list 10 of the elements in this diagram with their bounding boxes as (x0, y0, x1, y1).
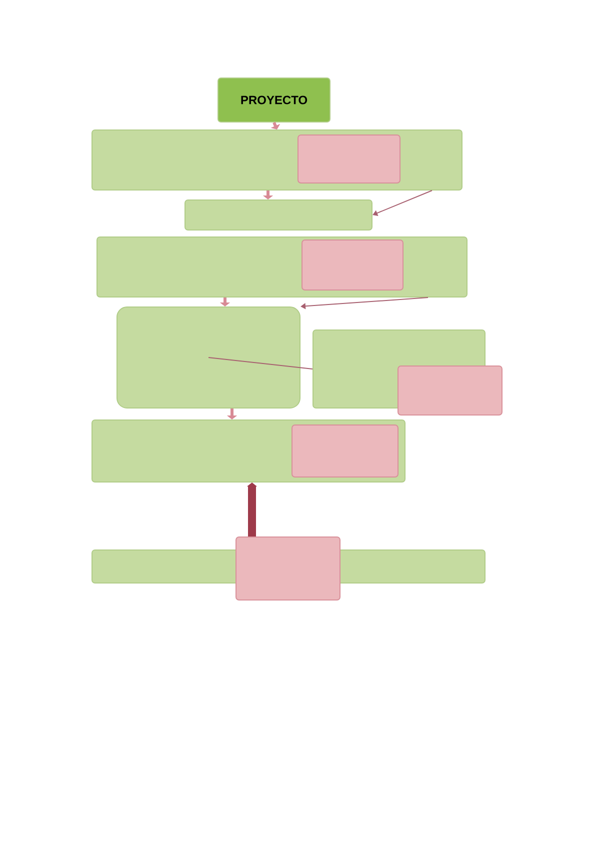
arrow (372, 190, 432, 216)
title-box: PROYECTO (218, 78, 330, 122)
arrow (300, 297, 428, 310)
process-box (116, 306, 300, 408)
process-box (184, 200, 372, 230)
list-box (298, 134, 400, 184)
list-box (302, 240, 404, 290)
list-box (398, 366, 502, 416)
list-box (292, 424, 398, 478)
list-box (236, 536, 340, 600)
